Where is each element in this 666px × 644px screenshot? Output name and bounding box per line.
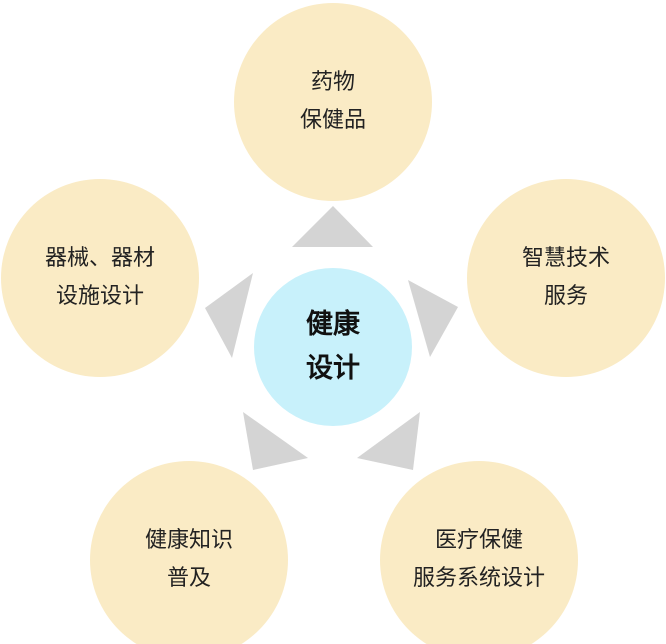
node-health-knowledge: 健康知识 普及 <box>90 461 288 644</box>
node-equipment: 器械、器材 设施设计 <box>1 179 199 377</box>
node-label-line: 药物 <box>310 70 355 95</box>
arrow-upper-left-icon <box>205 273 253 358</box>
arrow-lower-left-icon <box>243 412 308 470</box>
node-label-line: 智慧技术 <box>521 246 610 271</box>
node-label-line: 服务系统设计 <box>412 566 545 591</box>
node-label-line: 服务 <box>543 284 588 309</box>
node-label-line: 器械、器材 <box>44 246 155 271</box>
center-node: 健康 设计 <box>254 268 412 426</box>
node-label-line: 医疗保健 <box>434 528 523 553</box>
node-label-line: 普及 <box>166 566 211 591</box>
node-smart-tech: 智慧技术 服务 <box>467 179 665 377</box>
center-label-line: 设计 <box>306 353 360 384</box>
arrow-upper-right-icon <box>408 280 458 357</box>
node-label-line: 设施设计 <box>55 284 144 309</box>
node-label-line: 保健品 <box>299 108 366 133</box>
node-label-line: 健康知识 <box>144 528 233 553</box>
arrow-up-icon <box>292 206 373 247</box>
node-healthcare-service: 医疗保健 服务系统设计 <box>380 461 578 644</box>
arrow-lower-right-icon <box>357 412 420 470</box>
node-medicine: 药物 保健品 <box>234 3 432 201</box>
center-label-line: 健康 <box>306 309 360 340</box>
